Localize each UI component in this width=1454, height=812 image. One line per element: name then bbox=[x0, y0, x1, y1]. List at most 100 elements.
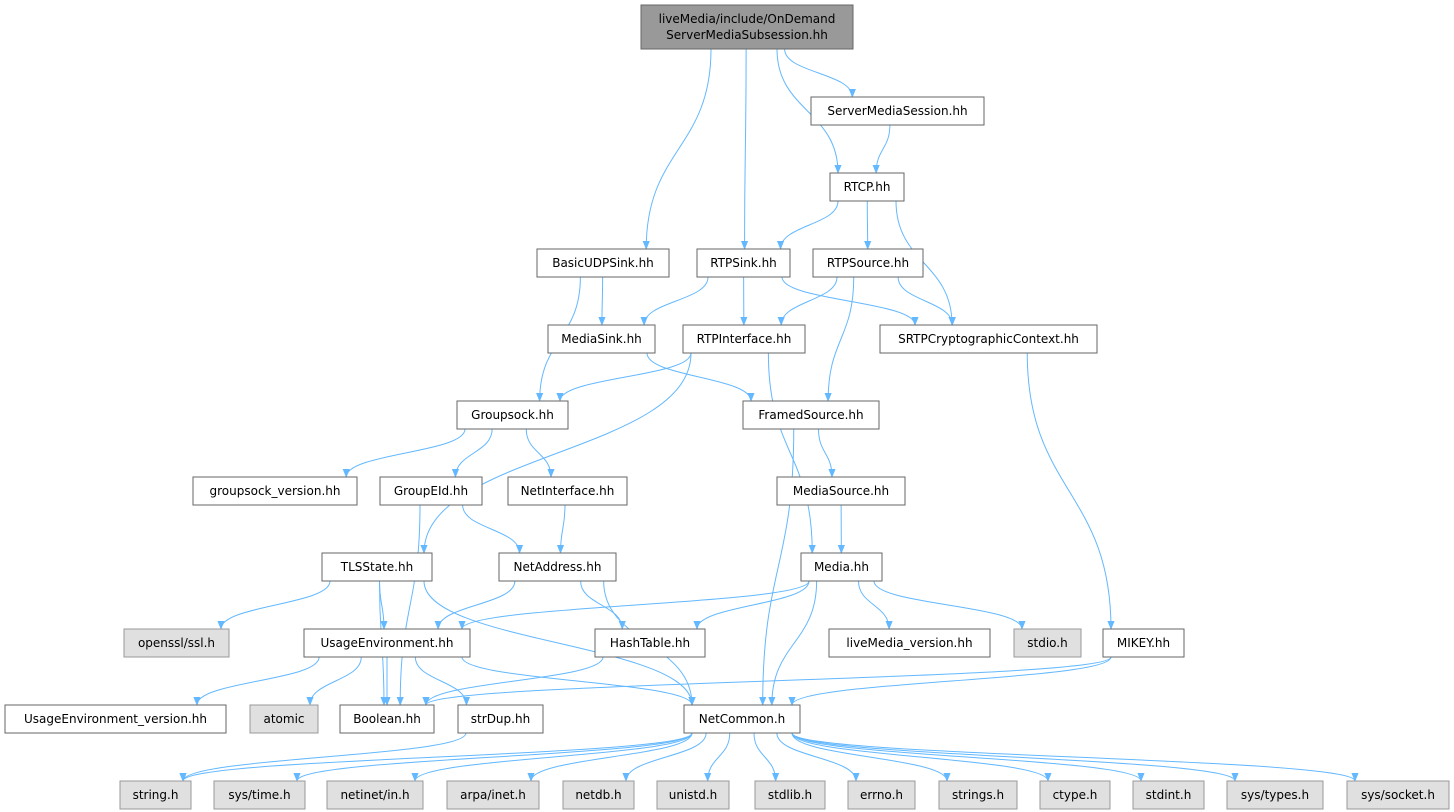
node-label: stdio.h bbox=[1027, 636, 1067, 650]
nodes: liveMedia/include/OnDemand ServerMediaSu… bbox=[4, 4, 1450, 810]
node-box bbox=[536, 248, 670, 278]
node-box bbox=[1102, 628, 1185, 658]
node-label: groupsock_version.hh bbox=[210, 484, 341, 498]
edge-uenv-to-netc bbox=[461, 656, 696, 706]
edge-strdup-to-string bbox=[179, 732, 467, 782]
node-uenv[interactable]: UsageEnvironment.hh bbox=[303, 628, 471, 658]
node-budp[interactable]: BasicUDPSink.hh bbox=[536, 248, 670, 278]
edge-uenv-to-strdup bbox=[414, 656, 471, 706]
node-strings[interactable]: strings.h bbox=[938, 780, 1018, 810]
node-atomic[interactable]: atomic bbox=[249, 704, 319, 734]
node-arpa[interactable]: arpa/inet.h bbox=[446, 780, 540, 810]
edge-msink-to-fsrc bbox=[646, 352, 755, 402]
node-stdint[interactable]: stdint.h bbox=[1132, 780, 1205, 810]
node-msink[interactable]: MediaSink.hh bbox=[547, 324, 656, 354]
root-label-line2: ServerMediaSubsession.hh bbox=[666, 28, 828, 42]
node-systime[interactable]: sys/time.h bbox=[213, 780, 306, 810]
edge-tls-to-netc bbox=[423, 580, 696, 706]
node-mikey[interactable]: MIKEY.hh bbox=[1102, 628, 1185, 658]
node-box bbox=[776, 476, 906, 506]
edge-netc-to-stdlib bbox=[753, 732, 780, 782]
node-gs[interactable]: Groupsock.hh bbox=[456, 400, 569, 430]
edge-uenv-to-atomic bbox=[306, 656, 362, 706]
edge-geid-to-naddr bbox=[462, 504, 524, 554]
node-netdb[interactable]: netdb.h bbox=[562, 780, 635, 810]
node-uever[interactable]: UsageEnvironment_version.hh bbox=[4, 704, 227, 734]
node-label: RTPInterface.hh bbox=[697, 332, 792, 346]
node-tls[interactable]: TLSState.hh bbox=[321, 552, 433, 582]
node-rtpsink[interactable]: RTPSink.hh bbox=[696, 248, 791, 278]
node-media[interactable]: Media.hh bbox=[800, 552, 883, 582]
node-fsrc[interactable]: FramedSource.hh bbox=[742, 400, 880, 430]
node-netc[interactable]: NetCommon.h bbox=[683, 704, 801, 734]
node-stdlib[interactable]: stdlib.h bbox=[754, 780, 826, 810]
node-htab[interactable]: HashTable.hh bbox=[594, 628, 706, 658]
node-label: strings.h bbox=[952, 788, 1004, 802]
node-msrc[interactable]: MediaSource.hh bbox=[776, 476, 906, 506]
node-systypes[interactable]: sys/types.h bbox=[1226, 780, 1324, 810]
node-box bbox=[456, 400, 569, 430]
node-label: HashTable.hh bbox=[610, 636, 690, 650]
edge-sms-to-rtcp bbox=[872, 124, 891, 174]
node-label: Groupsock.hh bbox=[471, 408, 554, 422]
node-bool[interactable]: Boolean.hh bbox=[339, 704, 435, 734]
edge-netc-to-string bbox=[179, 732, 693, 782]
edge-rtpsink-to-msink bbox=[640, 276, 709, 326]
node-label: liveMedia_version.hh bbox=[846, 636, 972, 650]
node-strdup[interactable]: strDup.hh bbox=[457, 704, 544, 734]
node-box bbox=[800, 552, 883, 582]
node-label: SRTPCryptographicContext.hh bbox=[898, 332, 1079, 346]
node-errno[interactable]: errno.h bbox=[847, 780, 916, 810]
node-box bbox=[812, 248, 924, 278]
node-label: MIKEY.hh bbox=[1117, 636, 1170, 650]
edge-uenv-to-uever bbox=[193, 656, 320, 706]
edge-netc-to-ctype bbox=[791, 732, 1052, 782]
node-rtpsrc[interactable]: RTPSource.hh bbox=[812, 248, 924, 278]
edge-gs-to-geid bbox=[451, 428, 493, 478]
node-box bbox=[682, 324, 806, 354]
node-box bbox=[326, 780, 424, 810]
edge-rtpsrc-to-fsrc bbox=[824, 276, 855, 402]
node-label: netdb.h bbox=[575, 788, 621, 802]
edges bbox=[179, 48, 1359, 782]
node-box bbox=[683, 704, 801, 734]
edge-htab-to-bool bbox=[422, 656, 604, 706]
node-stdio[interactable]: stdio.h bbox=[1013, 628, 1082, 658]
node-unistd[interactable]: unistd.h bbox=[656, 780, 730, 810]
node-sms[interactable]: ServerMediaSession.hh bbox=[810, 96, 985, 126]
node-label: sys/socket.h bbox=[1361, 788, 1435, 802]
edge-mikey-to-bool bbox=[422, 656, 1112, 706]
node-ssl[interactable]: openssl/ssl.h bbox=[123, 628, 230, 658]
node-naddr[interactable]: NetAddress.hh bbox=[498, 552, 617, 582]
node-label: UsageEnvironment.hh bbox=[320, 636, 453, 650]
edge-root-to-budp bbox=[642, 48, 712, 250]
node-lmver[interactable]: liveMedia_version.hh bbox=[828, 628, 991, 658]
node-syssock[interactable]: sys/socket.h bbox=[1346, 780, 1450, 810]
node-box bbox=[1346, 780, 1450, 810]
node-box bbox=[547, 324, 656, 354]
edge-netc-to-netdb bbox=[622, 732, 707, 782]
node-label: openssl/ssl.h bbox=[138, 636, 215, 650]
node-label: BasicUDPSink.hh bbox=[552, 256, 654, 270]
node-box bbox=[847, 780, 916, 810]
node-label: MediaSource.hh bbox=[793, 484, 889, 498]
edge-netc-to-arpa bbox=[527, 732, 693, 782]
node-netif[interactable]: NetInterface.hh bbox=[507, 476, 628, 506]
node-netinet[interactable]: netinet/in.h bbox=[326, 780, 424, 810]
node-box bbox=[1226, 780, 1324, 810]
node-geid[interactable]: GroupEId.hh bbox=[379, 476, 483, 506]
node-label: RTPSource.hh bbox=[827, 256, 909, 270]
edge-mikey-to-netc bbox=[788, 656, 1112, 706]
node-box bbox=[321, 552, 433, 582]
node-gsver[interactable]: groupsock_version.hh bbox=[192, 476, 358, 506]
node-rtpif[interactable]: RTPInterface.hh bbox=[682, 324, 806, 354]
node-rtcp[interactable]: RTCP.hh bbox=[829, 172, 905, 202]
node-label: netinet/in.h bbox=[340, 788, 409, 802]
node-ctype[interactable]: ctype.h bbox=[1039, 780, 1111, 810]
edge-rtpif-to-media bbox=[767, 352, 816, 554]
node-root-file[interactable]: liveMedia/include/OnDemand ServerMediaSu… bbox=[640, 4, 854, 50]
edge-rtcp-to-rtpsink bbox=[776, 200, 839, 250]
node-srtp[interactable]: SRTPCryptographicContext.hh bbox=[879, 324, 1098, 354]
node-box bbox=[213, 780, 306, 810]
node-string[interactable]: string.h bbox=[119, 780, 192, 810]
